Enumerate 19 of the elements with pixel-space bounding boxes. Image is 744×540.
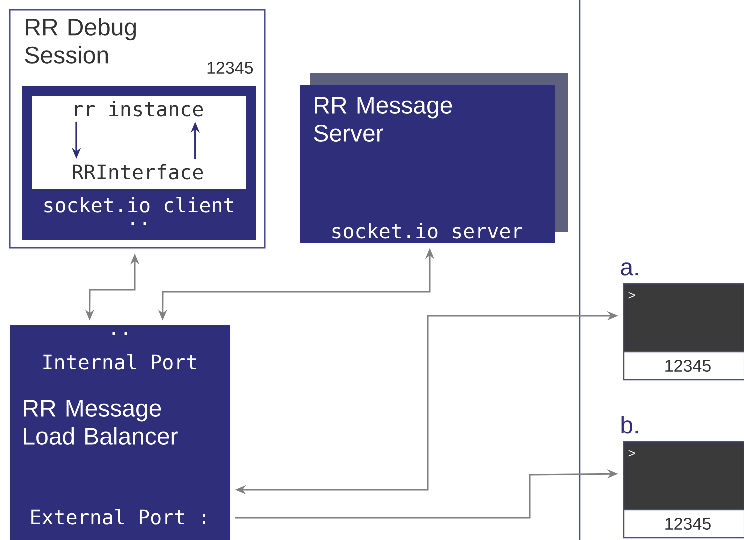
port-number: 12345: [666, 360, 711, 372]
item-letter: b.: [622, 416, 638, 434]
item-letter: a.: [621, 262, 638, 276]
server-label: socket.io server: [332, 223, 523, 239]
port-label: External Port :: [32, 509, 206, 525]
port-dots: ..: [132, 222, 146, 226]
client-label: socket.io client: [44, 197, 234, 213]
box-title: RR Message Server: [314, 97, 452, 142]
box-title: RR Debug Session: [25, 18, 136, 64]
port-number: 12345: [208, 62, 254, 74]
inner-box: [32, 96, 246, 189]
prompt-symbol: >: [628, 450, 636, 457]
component-label: rr instance: [75, 101, 204, 117]
port-number: 12345: [666, 518, 711, 530]
port-dots: ..: [112, 332, 128, 336]
prompt-symbol: >: [628, 292, 636, 299]
port-label: Internal Port: [44, 354, 196, 370]
component-label: RRInterface: [73, 164, 204, 180]
box-title: RR Message Load Balancer: [24, 400, 178, 445]
